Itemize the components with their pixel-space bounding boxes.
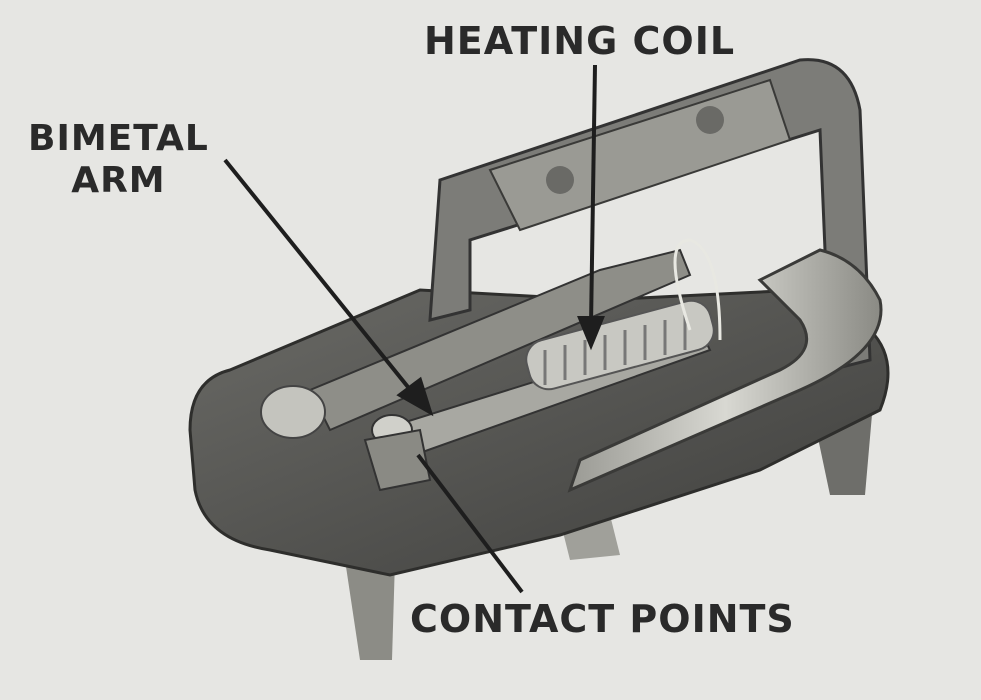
label-bimetal-arm: BIMETAL ARM: [28, 118, 209, 202]
rivet: [696, 106, 724, 134]
coil-arrow: [589, 64, 597, 326]
arm-arrowhead: [396, 376, 434, 417]
coil-arrowhead: [577, 316, 605, 351]
pointer-lines: [223, 64, 605, 594]
contact-line: [416, 453, 524, 594]
label-bimetal-arm-line1: BIMETAL: [28, 118, 209, 159]
label-bimetal-arm-line2: ARM: [71, 160, 166, 201]
label-heating-coil: HEATING COIL: [424, 19, 736, 63]
rivet: [546, 166, 574, 194]
arm-arrow: [223, 158, 414, 394]
leg-left: [345, 560, 395, 660]
base-plate: [188, 288, 890, 577]
label-contact-points: CONTACT POINTS: [410, 597, 795, 641]
contact-block: [363, 428, 432, 492]
heating-coil: [525, 238, 722, 391]
bracket-plate: [488, 78, 792, 232]
pivot-post: [260, 385, 326, 439]
housing: [567, 248, 883, 493]
